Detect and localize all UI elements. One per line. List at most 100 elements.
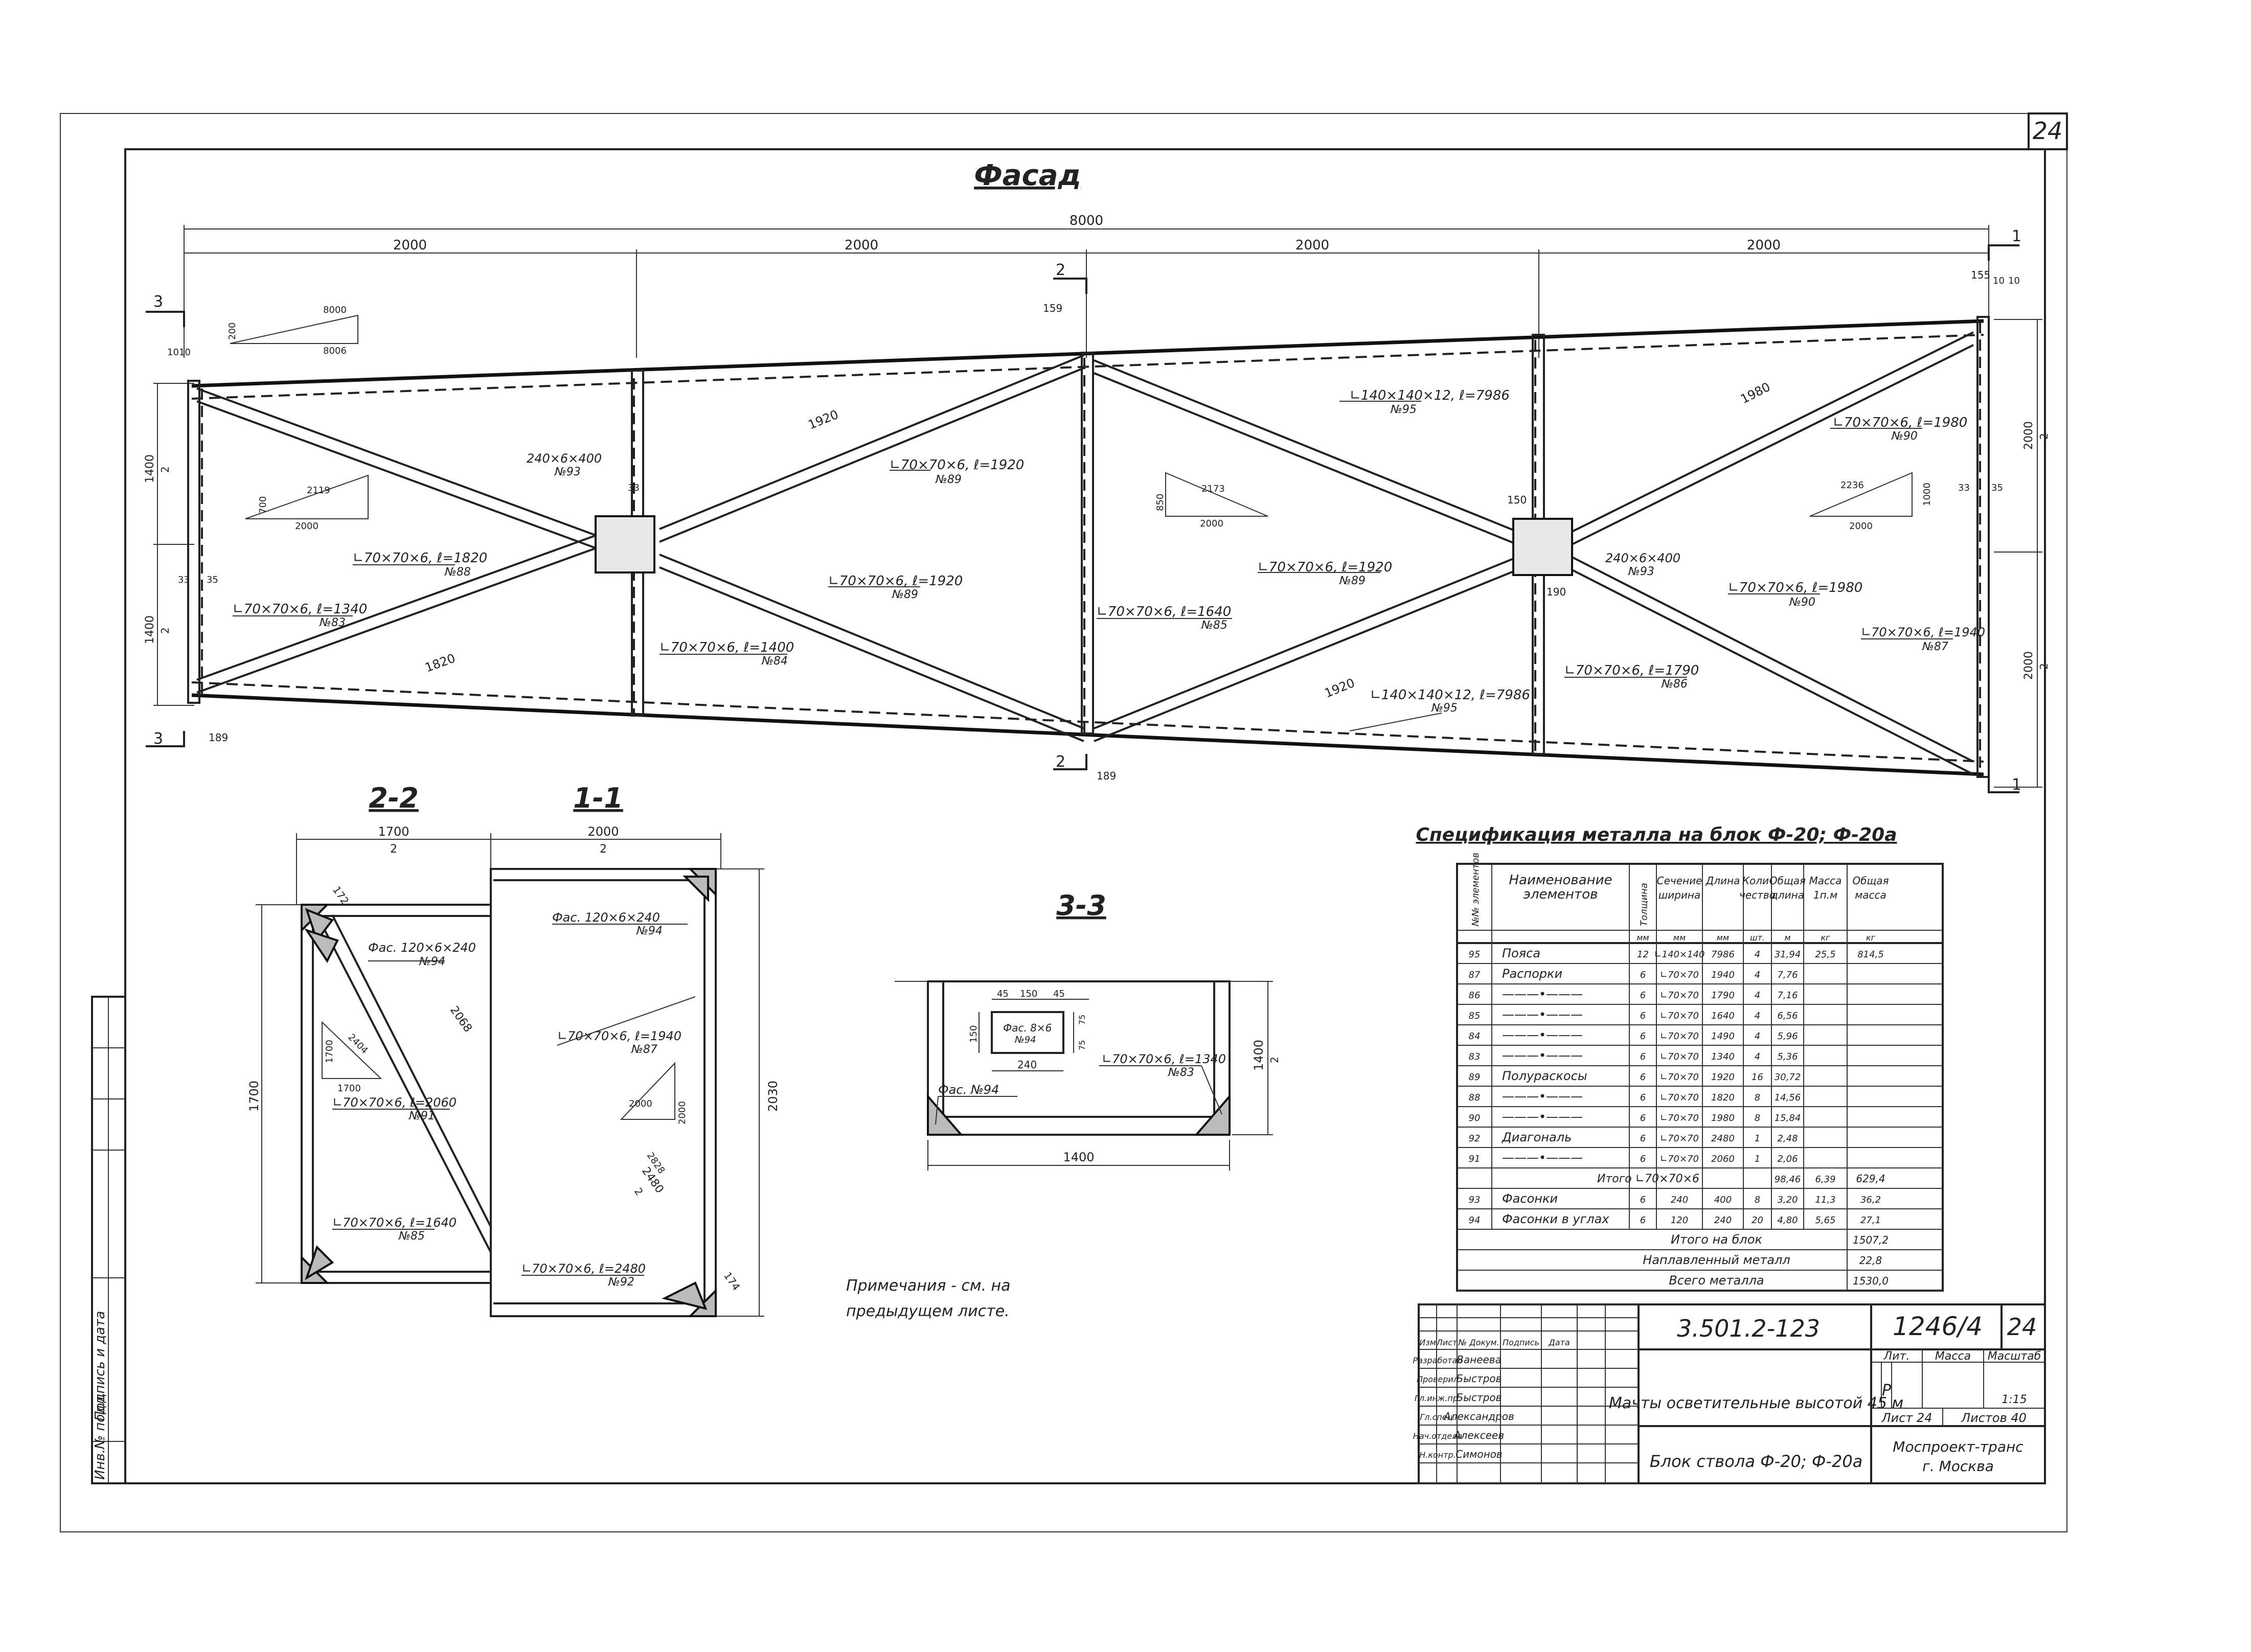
inner-frame: [124, 148, 2046, 1484]
doc-sheet: 24: [2007, 1313, 2037, 1341]
svg-text:2068: 2068: [447, 1004, 474, 1035]
spec-row-1-col-2: 6: [1640, 970, 1646, 980]
spec-row2-1-col-6: 4,80: [1777, 1215, 1798, 1226]
stamp-role-1: Проверил: [1417, 1374, 1459, 1384]
spec-row-5-col-4: 1340: [1711, 1051, 1735, 1062]
section-1-1: 1-1 2000 2 2030 174 2000 2828 2000 2480 …: [490, 782, 780, 1317]
svg-text:∟70×70×6, ℓ=1640: ∟70×70×6, ℓ=1640: [332, 1215, 457, 1230]
spec-row-6-col-1: Полураскосы: [1502, 1069, 1587, 1083]
stamp-role-2: Гл.инж.пр.: [1415, 1393, 1461, 1403]
spec-header-3: ширина: [1658, 889, 1700, 901]
dim-panel-4: 2000: [1747, 238, 1781, 253]
svg-text:∟70×70×6, ℓ=1940: ∟70×70×6, ℓ=1940: [1861, 625, 1985, 639]
spec-row-6-col-0: 89: [1469, 1072, 1481, 1083]
spec-row-9-col-4: 2480: [1711, 1133, 1735, 1144]
spec-total-value-2: 1530,0: [1853, 1275, 1889, 1287]
outer-frame: [60, 113, 2067, 1532]
svg-text:2030: 2030: [766, 1081, 780, 1112]
svg-text:240×6×400: 240×6×400: [1605, 551, 1680, 565]
spec-row-7-col-0: 88: [1469, 1092, 1481, 1103]
spec-row-2-col-6: 7,16: [1777, 990, 1798, 1001]
svg-text:2119: 2119: [307, 485, 330, 496]
stamp-inv: Инв.№ подл.: [93, 1392, 108, 1480]
spec-row-3-col-2: 6: [1640, 1011, 1646, 1021]
spec-row-9-col-6: 2,48: [1777, 1133, 1798, 1144]
spec-row-2-col-0: 86: [1469, 990, 1481, 1001]
svg-text:45: 45: [1053, 989, 1065, 999]
spec-row-8-col-5: 8: [1755, 1113, 1760, 1123]
spec-row-5-col-6: 5,36: [1777, 1051, 1798, 1062]
svg-text:2: 2: [2038, 433, 2050, 440]
stamp-role-4: Нач.отдела: [1413, 1431, 1462, 1441]
svg-text:155: 155: [1971, 269, 1990, 281]
spec-row2-0-col-0: 93: [1469, 1195, 1481, 1205]
svg-text:№86: №86: [1661, 678, 1688, 691]
spec-row-1-col-3: ∟70×70: [1660, 970, 1699, 980]
spec-subtotal-label: Итого ∟70×70×6: [1597, 1173, 1699, 1185]
svg-text:1000: 1000: [1922, 483, 1932, 506]
svg-text:∟70×70×6, ℓ=1640: ∟70×70×6, ℓ=1640: [1097, 604, 1231, 620]
svg-text:№85: №85: [398, 1230, 425, 1243]
stamp-sign: Подпись и дата: [93, 1311, 108, 1421]
svg-text:2000: 2000: [587, 824, 619, 839]
svg-text:75: 75: [1077, 1015, 1087, 1025]
svg-text:Лист 24: Лист 24: [1881, 1411, 1932, 1425]
svg-text:Масса: Масса: [1935, 1350, 1971, 1363]
svg-text:Фас. 120×6×240: Фас. 120×6×240: [368, 940, 476, 955]
spec-row-4-col-4: 1490: [1711, 1031, 1735, 1042]
svg-text:∟70×70×6, ℓ=1920: ∟70×70×6, ℓ=1920: [1258, 560, 1392, 575]
svg-text:∟140×140×12, ℓ=7986: ∟140×140×12, ℓ=7986: [1350, 388, 1510, 403]
spec-row-3-col-6: 6,56: [1777, 1011, 1798, 1021]
spec-header-2: Толщина: [1639, 883, 1650, 926]
spec-unit-7: кг: [1821, 933, 1830, 943]
svg-text:1400: 1400: [144, 615, 156, 644]
project-title: Мачты осветительные высотой 45 м: [1609, 1394, 1903, 1412]
spec-row2-1-col-1: Фасонки в углах: [1502, 1212, 1609, 1226]
svg-text:2: 2: [1268, 1057, 1281, 1063]
spec-header-5: Коли-: [1742, 875, 1772, 887]
svg-text:Лит.: Лит.: [1883, 1350, 1910, 1363]
spec-row-1-col-0: 87: [1469, 970, 1481, 980]
svg-text:10: 10: [1993, 276, 2005, 286]
spec-subtotal-length: 98,46: [1775, 1174, 1801, 1185]
svg-text:∟70×70×6, ℓ=1980: ∟70×70×6, ℓ=1980: [1833, 415, 1967, 430]
spec-row-6-col-3: ∟70×70: [1660, 1072, 1699, 1083]
spec-row2-0-col-6: 3,20: [1777, 1195, 1798, 1205]
svg-text:2: 2: [159, 627, 171, 634]
stamp-role-0: Разработал: [1413, 1356, 1463, 1365]
spec-row-9-col-3: ∟70×70: [1660, 1133, 1699, 1144]
svg-text:200: 200: [227, 323, 238, 340]
stamp-name-1: Быстров: [1457, 1372, 1502, 1385]
spec-row-7-col-1: ———•———: [1502, 1089, 1583, 1104]
dim-panel-2: 2000: [845, 238, 878, 253]
spec-row-0-col-7: 25,5: [1815, 949, 1835, 960]
spec-row2-0-col-2: 6: [1640, 1195, 1646, 1205]
svg-text:№95: №95: [1390, 403, 1417, 416]
sec22-corner-plate: [304, 928, 339, 963]
svg-text:1920: 1920: [806, 407, 840, 432]
svg-text:1010: 1010: [167, 347, 191, 358]
svg-text:1:15: 1:15: [2002, 1393, 2027, 1406]
svg-text:1400: 1400: [1063, 1150, 1094, 1164]
diag-1: [196, 387, 614, 543]
post-5: [1976, 316, 1990, 778]
spec-row-3-col-4: 1640: [1711, 1011, 1735, 1021]
svg-text:∟70×70×6, ℓ=1400: ∟70×70×6, ℓ=1400: [660, 640, 794, 655]
svg-text:∟70×70×6, ℓ=1940: ∟70×70×6, ℓ=1940: [557, 1029, 681, 1043]
svg-text:240×6×400: 240×6×400: [527, 451, 602, 466]
spec-row-4-col-3: ∟70×70: [1660, 1031, 1699, 1042]
facade-view: Фасад 8000 2000 2000 2000 2000 3 3 2 2 1…: [144, 159, 2050, 794]
svg-text:Фас. 120×6×240: Фас. 120×6×240: [552, 910, 660, 925]
svg-text:150: 150: [968, 1025, 979, 1043]
svg-text:2: 2: [390, 843, 397, 856]
spec-row-2-col-2: 6: [1640, 990, 1646, 1001]
svg-text:33: 33: [628, 483, 640, 493]
svg-text:Фас. №94: Фас. №94: [938, 1083, 999, 1097]
spec-row-9-col-5: 1: [1755, 1133, 1760, 1144]
spec-row-7-col-2: 6: [1640, 1092, 1646, 1103]
svg-text:35: 35: [207, 575, 218, 585]
spec-row-5-col-5: 4: [1755, 1051, 1760, 1062]
spec-row-1-col-5: 4: [1755, 970, 1760, 980]
plate-detail: [991, 1011, 1064, 1054]
